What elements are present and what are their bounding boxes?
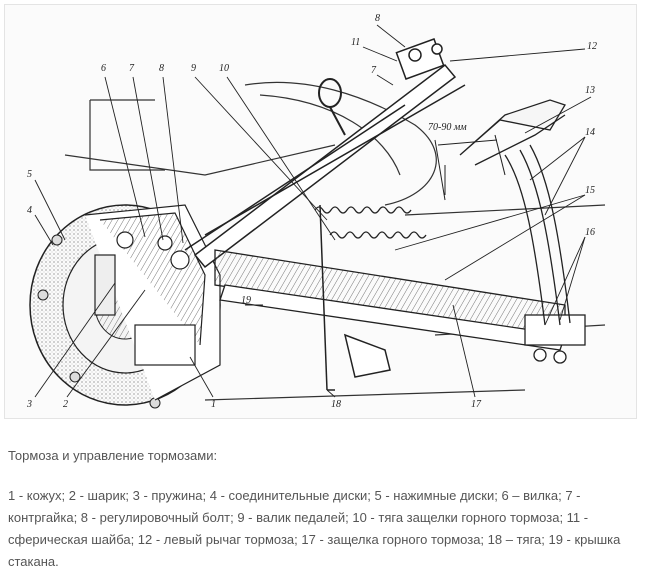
callout-15: 15 (585, 185, 595, 196)
callout-13: 13 (585, 85, 595, 96)
callout-6: 6 (101, 63, 106, 74)
callout-7-top: 7 (371, 65, 377, 76)
figure-caption: Тормоза и управление тормозами: 1 - кожу… (8, 447, 638, 573)
dimension-mark (434, 134, 506, 201)
dimension-label: 70-90 мм (428, 122, 467, 133)
caption-title: Тормоза и управление тормозами: (8, 448, 218, 463)
callout-18: 18 (331, 399, 341, 410)
handle-ring (318, 78, 346, 136)
callout-16: 16 (585, 227, 595, 238)
pedal-shaft (184, 38, 466, 269)
callout-leaders (34, 24, 592, 398)
callout-9: 9 (191, 63, 196, 74)
callout-3: 3 (26, 399, 32, 410)
callout-10: 10 (219, 63, 229, 74)
callout-11: 11 (351, 37, 360, 48)
callout-19: 19 (241, 295, 251, 306)
callout-1: 1 (211, 399, 216, 410)
callout-14: 14 (585, 127, 595, 138)
brake-pedals (459, 99, 571, 326)
callout-8-top: 8 (375, 13, 380, 24)
brake-housing (84, 204, 221, 401)
callout-5: 5 (27, 169, 32, 180)
callout-7: 7 (129, 63, 135, 74)
brake-assembly-drawing: 70-90 мм 6 7 8 9 10 8 11 (26, 13, 606, 410)
callout-8: 8 (159, 63, 164, 74)
caption-legend: 1 - кожух; 2 - шарик; 3 - пружина; 4 - с… (8, 488, 621, 569)
callout-12: 12 (587, 41, 597, 52)
callout-4: 4 (27, 205, 32, 216)
frame-beam (214, 249, 586, 364)
callout-17: 17 (471, 399, 482, 410)
technical-drawing: 70-90 мм 6 7 8 9 10 8 11 (4, 4, 637, 419)
callout-2: 2 (63, 399, 68, 410)
return-springs (314, 206, 427, 239)
pull-rod (319, 204, 391, 391)
